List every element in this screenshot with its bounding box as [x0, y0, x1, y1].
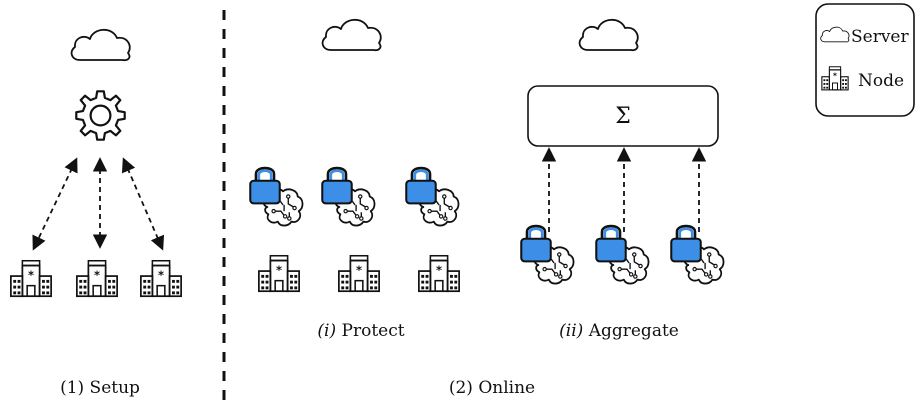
setup-arrow-right	[121, 157, 165, 251]
protect-step: (i) Protect	[248, 18, 461, 341]
building-icon	[337, 254, 381, 293]
cloud-icon	[578, 18, 639, 52]
online-caption: (2) Online	[449, 378, 535, 398]
building-icon	[75, 259, 119, 298]
legend-node-label: Node	[858, 71, 904, 91]
cloud-icon	[70, 28, 131, 62]
lock-icon	[519, 224, 553, 263]
aggregate-caption: (ii) Aggregate	[559, 321, 679, 341]
setup-arrow-left	[32, 157, 78, 251]
lock-icon	[594, 224, 628, 263]
setup-caption: (1) Setup	[60, 378, 140, 398]
aggregate-step: Σ (ii) Aggregate	[519, 18, 725, 341]
lock-icon	[404, 166, 438, 205]
building-icon	[139, 259, 183, 298]
sum-symbol: Σ	[615, 104, 631, 129]
building-icon	[257, 254, 301, 293]
building-icon	[417, 254, 461, 293]
building-icon	[9, 259, 53, 298]
gear-icon	[75, 90, 126, 141]
lock-icon	[669, 224, 703, 263]
cloud-icon	[321, 18, 382, 52]
protect-caption: (i) Protect	[317, 321, 404, 341]
lock-icon	[248, 166, 282, 205]
legend-server-label: Server	[851, 27, 909, 47]
lock-icon	[320, 166, 354, 205]
legend: Server Node	[815, 3, 915, 117]
setup-phase: (1) Setup	[9, 28, 183, 398]
legend-box	[815, 3, 915, 117]
aggregation-box	[527, 85, 719, 147]
